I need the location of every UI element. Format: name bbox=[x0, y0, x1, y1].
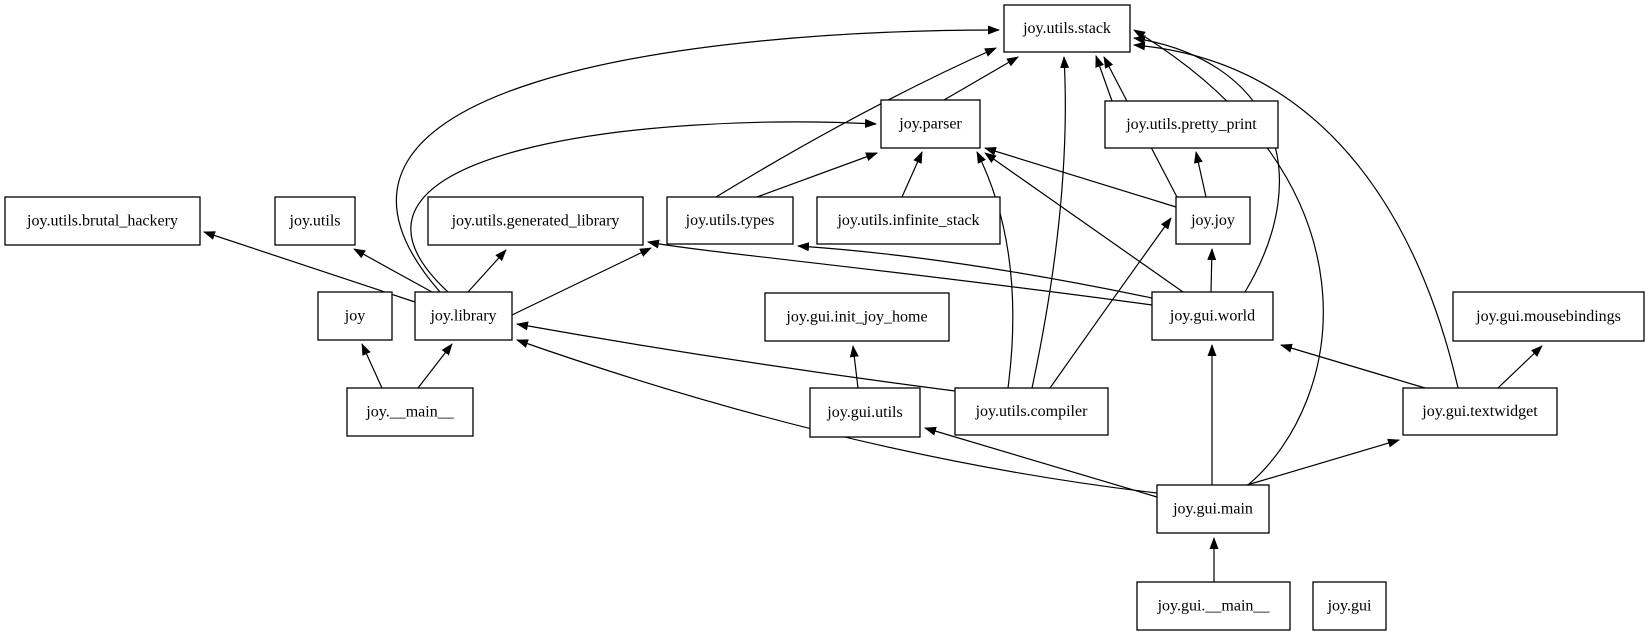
node-label-joy-gui-init-joy-home: joy.gui.init_joy_home bbox=[785, 309, 927, 326]
node-label-joy-utils-generated-library: joy.utils.generated_library bbox=[451, 213, 620, 230]
node-label-joy-main: joy.__main__ bbox=[365, 404, 454, 421]
node-joy-library: joy.library bbox=[414, 291, 513, 341]
edge-joy-utils-compiler-to-joy-joy bbox=[1049, 217, 1172, 389]
node-joy-utils-generated-library: joy.utils.generated_library bbox=[427, 196, 644, 246]
edge-joy-gui-textwidget-to-joy-utils-stack bbox=[1133, 41, 1459, 389]
edge-joy-joy-to-joy-parser bbox=[984, 146, 1177, 208]
node-label-joy-gui-main: joy.gui.__main__ bbox=[1157, 598, 1271, 615]
edge-joy-joy-to-joy-utils-pretty-print bbox=[1193, 151, 1207, 198]
edge-joy-utils-types-to-joy-utils-stack bbox=[715, 47, 997, 198]
edge-joy-gui-main-to-joy-gui-utils bbox=[924, 426, 1158, 498]
node-box-joy-gui-world bbox=[1151, 291, 1274, 341]
node-box-joy-utils-pretty-print bbox=[1104, 100, 1279, 149]
node-joy-gui-world: joy.gui.world bbox=[1151, 291, 1274, 341]
edge-joy-gui-utils-to-joy-gui-init-joy-home bbox=[849, 345, 859, 389]
node-label-joy-joy: joy.joy bbox=[1190, 212, 1235, 229]
node-label-joy-utils: joy.utils bbox=[289, 213, 341, 230]
node-box-joy-gui-init-joy-home bbox=[764, 292, 950, 342]
edge-joy-gui-world-to-joy-utils-generated-library bbox=[647, 239, 1153, 306]
edge-joy-gui-main-to-joy-gui-textwidget bbox=[1246, 438, 1400, 486]
node-box-joy-gui-main bbox=[1156, 484, 1270, 534]
node-box-joy-library bbox=[414, 291, 513, 341]
node-label-joy-utils-brutal-hackery: joy.utils.brutal_hackery bbox=[26, 213, 178, 230]
node-label-joy-utils-pretty-print: joy.utils.pretty_print bbox=[1125, 116, 1257, 133]
node-box-joy-utils-stack bbox=[1003, 4, 1131, 53]
node-joy-utils-stack: joy.utils.stack bbox=[1003, 4, 1131, 53]
node-joy-joy: joy.joy bbox=[1175, 196, 1251, 245]
edge-joy-gui-world-to-joy-utils-stack bbox=[1133, 35, 1280, 293]
node-label-joy: joy bbox=[344, 308, 365, 325]
node-box-joy-parser bbox=[880, 99, 981, 149]
node-label-joy-utils-types: joy.utils.types bbox=[685, 212, 775, 229]
edge-joy-library-to-joy-utils bbox=[353, 248, 433, 293]
node-label-joy-library: joy.library bbox=[429, 308, 496, 325]
node-box-joy-gui-mousebindings bbox=[1452, 291, 1645, 342]
edge-joy-gui-main-to-joy-utils-stack bbox=[1133, 29, 1324, 486]
node-label-joy-gui-mousebindings: joy.gui.mousebindings bbox=[1475, 308, 1621, 325]
node-joy-utils-pretty-print: joy.utils.pretty_print bbox=[1104, 100, 1279, 149]
node-label-joy-gui: joy.gui bbox=[1327, 598, 1372, 615]
edge-joy-utils-compiler-to-joy-library bbox=[516, 321, 956, 392]
node-joy-parser: joy.parser bbox=[880, 99, 981, 149]
edge-joy-library-to-joy-utils-generated-library bbox=[467, 249, 507, 293]
node-joy-utils-compiler: joy.utils.compiler bbox=[954, 387, 1109, 436]
edge-joy-gui-world-to-joy-joy bbox=[1207, 248, 1217, 293]
node-joy-gui-textwidget: joy.gui.textwidget bbox=[1402, 387, 1558, 436]
node-box-joy-gui-utils bbox=[809, 387, 921, 438]
node-box-joy-gui-main bbox=[1136, 581, 1291, 631]
node-joy-gui-main: joy.gui.__main__ bbox=[1136, 581, 1291, 631]
node-joy-utils-brutal-hackery: joy.utils.brutal_hackery bbox=[4, 196, 201, 246]
node-box-joy-utils-generated-library bbox=[427, 196, 644, 246]
edge-joy-parser-to-joy-utils-stack bbox=[943, 56, 1019, 101]
edge-joy-library-to-joy-utils-stack bbox=[395, 25, 1000, 293]
edge-joy-utils-infinite-stack-to-joy-parser bbox=[901, 151, 923, 198]
edge-joy-utils-compiler-to-joy-utils-stack bbox=[1031, 56, 1070, 389]
node-label-joy-utils-stack: joy.utils.stack bbox=[1022, 20, 1111, 37]
edge-joy-utils-compiler-to-joy-parser bbox=[976, 151, 1014, 389]
edge-joy-gui-textwidget-to-joy-gui-mousebindings bbox=[1497, 345, 1543, 389]
node-joy-gui-init-joy-home: joy.gui.init_joy_home bbox=[764, 292, 950, 342]
node-joy-gui: joy.gui bbox=[1312, 581, 1387, 631]
node-box-joy-utils-types bbox=[666, 196, 794, 245]
node-label-joy-gui-world: joy.gui.world bbox=[1169, 308, 1255, 325]
node-box-joy-utils-compiler bbox=[954, 387, 1109, 436]
node-box-joy-joy bbox=[1175, 196, 1251, 245]
edge-joy-gui-textwidget-to-joy-gui-world bbox=[1280, 343, 1426, 389]
node-joy: joy bbox=[317, 291, 393, 341]
node-joy-utils-infinite-stack: joy.utils.infinite_stack bbox=[816, 196, 1001, 245]
node-box-joy-utils-infinite-stack bbox=[816, 196, 1001, 245]
edge-joy-main-to-joy-library bbox=[417, 343, 453, 389]
node-joy-gui-mousebindings: joy.gui.mousebindings bbox=[1452, 291, 1645, 342]
edges-layer bbox=[203, 25, 1543, 582]
node-joy-utils: joy.utils bbox=[274, 196, 356, 246]
nodes-layer: joy.utils.stack joy.parser joy.utils.prett… bbox=[4, 4, 1645, 631]
node-label-joy-gui-textwidget: joy.gui.textwidget bbox=[1421, 403, 1538, 420]
node-label-joy-utils-infinite-stack: joy.utils.infinite_stack bbox=[836, 212, 979, 229]
edge-joy-utils-types-to-joy-parser bbox=[756, 152, 878, 198]
node-joy-utils-types: joy.utils.types bbox=[666, 196, 794, 245]
node-box-joy-utils-brutal-hackery bbox=[4, 196, 201, 246]
node-box-joy-main bbox=[346, 387, 474, 437]
edge-joy-library-to-joy-parser bbox=[410, 118, 877, 293]
edge-joy-utils-pretty-print-to-joy-utils-stack bbox=[1095, 55, 1113, 102]
node-joy-main: joy.__main__ bbox=[346, 387, 474, 437]
edge-joy-library-to-joy-utils-types bbox=[511, 247, 652, 316]
node-box-joy-utils bbox=[274, 196, 356, 246]
node-label-joy-utils-compiler: joy.utils.compiler bbox=[975, 403, 1089, 420]
edge-joy-gui-world-to-joy-utils-types bbox=[797, 242, 1153, 299]
edge-joy-gui-world-to-joy-parser bbox=[984, 152, 1184, 293]
node-label-joy-gui-utils: joy.gui.utils bbox=[826, 404, 902, 421]
edge-joy-main-to-joy bbox=[361, 343, 383, 389]
node-joy-gui-utils: joy.gui.utils bbox=[809, 387, 921, 438]
node-box-joy bbox=[317, 291, 393, 341]
node-label-joy-parser: joy.parser bbox=[898, 116, 962, 133]
edge-joy-library-to-joy-utils-brutal-hackery bbox=[203, 231, 416, 303]
node-box-joy-gui bbox=[1312, 581, 1387, 631]
node-joy-gui-main: joy.gui.main bbox=[1156, 484, 1270, 534]
node-box-joy-gui-textwidget bbox=[1402, 387, 1558, 436]
node-label-joy-gui-main: joy.gui.main bbox=[1172, 501, 1253, 518]
